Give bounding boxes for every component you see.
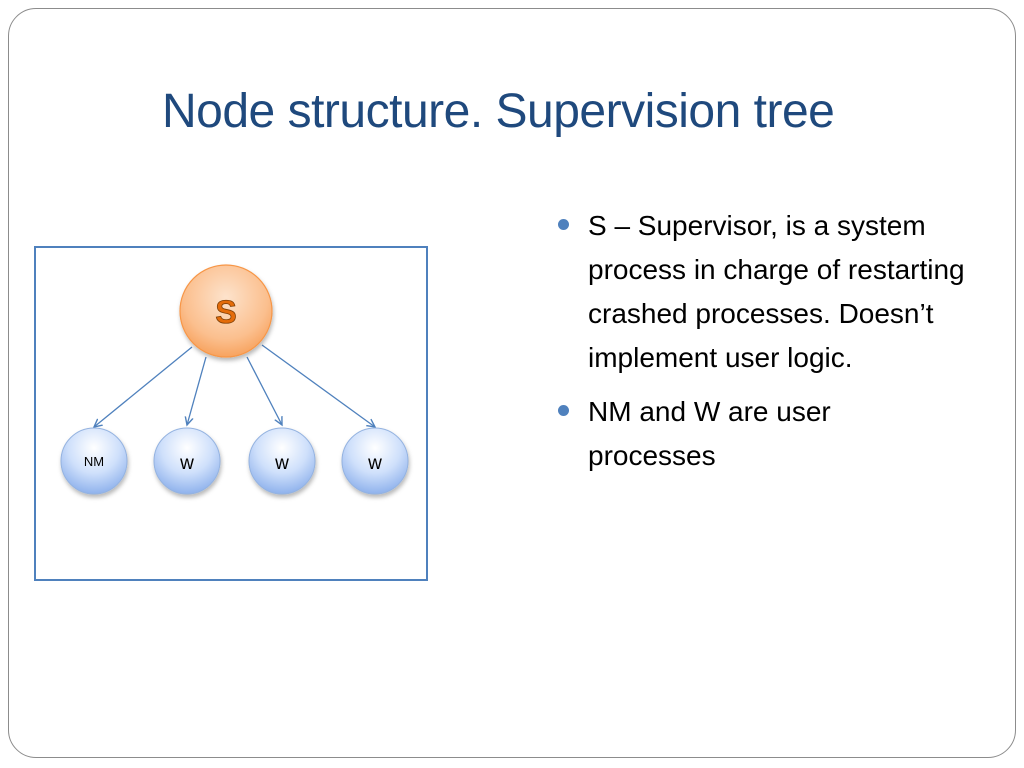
worker-node-1-label: w <box>179 453 194 474</box>
nm-node: NM <box>60 427 128 495</box>
worker-node-2: w <box>248 427 316 495</box>
nm-node-label: NM <box>84 454 104 469</box>
worker-node-3-label: w <box>367 453 382 474</box>
worker-node-1: w <box>153 427 221 495</box>
connector-s-to-nm <box>94 346 193 427</box>
bullet-text: NM and W are user processes <box>588 396 831 471</box>
connector-s-to-w2 <box>246 356 282 425</box>
worker-node-3: w <box>341 427 409 495</box>
bullet-item-user-processes: NM and W are user processes <box>556 390 966 478</box>
worker-node-2-label: w <box>274 453 289 474</box>
bullet-item-supervisor: S – Supervisor, is a system process in c… <box>556 204 966 380</box>
supervisor-label: S <box>215 294 236 330</box>
bullet-dot-icon <box>558 405 569 416</box>
connector-s-to-w3 <box>261 344 375 427</box>
connector-s-to-w1 <box>187 356 207 425</box>
supervisor-node: S <box>179 264 273 358</box>
bullet-dot-icon <box>558 219 569 230</box>
bullet-list: S – Supervisor, is a system process in c… <box>556 204 966 488</box>
bullet-text: S – Supervisor, is a system process in c… <box>588 210 965 373</box>
slide-title: Node structure. Supervision tree <box>162 85 835 138</box>
